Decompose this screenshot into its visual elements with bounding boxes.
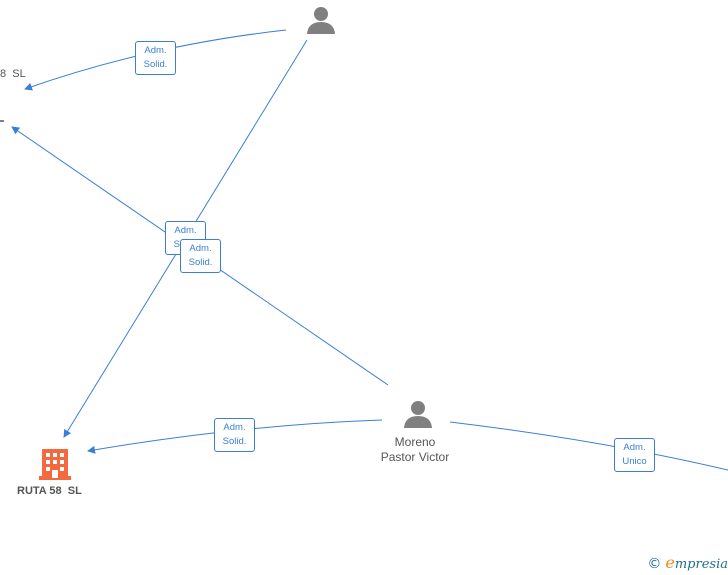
brand-rest: mpresia — [674, 557, 728, 572]
person-icon[interactable] — [403, 400, 433, 433]
edge-moreno-to-right — [449, 421, 728, 471]
edge-label-adm-solid: Adm.Solid. — [214, 418, 255, 452]
empresia-logo[interactable]: ©empresia — [647, 553, 728, 572]
edge-label-adm-unico: Adm.Unico — [614, 438, 655, 472]
building-icon[interactable] — [39, 446, 71, 485]
edge-label-adm-solid: Adm.Solid. — [135, 41, 176, 75]
person-name-moreno[interactable]: Moreno Pastor Victor — [380, 435, 450, 464]
company-name-ruta[interactable]: RUTA 58 SL — [17, 485, 82, 497]
edge-label-adm-solid: Adm.Solid. — [180, 239, 221, 273]
brand-e: e — [665, 553, 675, 572]
left-node-fragment — [0, 120, 4, 122]
copyright-symbol: © — [647, 556, 662, 572]
person-icon[interactable] — [306, 6, 336, 39]
partial-company-name[interactable]: 8 SL — [0, 68, 26, 80]
